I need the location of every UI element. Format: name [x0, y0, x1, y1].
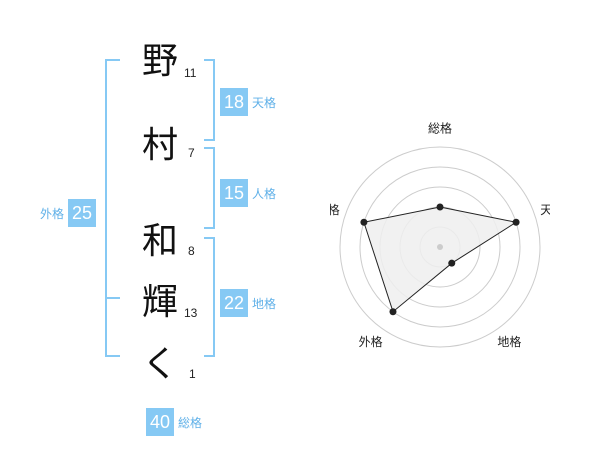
radar-axis-label-2: 天格 [540, 202, 550, 217]
name-char-2: 村 [141, 125, 178, 166]
jinkaku-value: 15 [220, 179, 248, 207]
name-char-4: 輝 [141, 282, 178, 323]
soukaku-badge: 40 総格 [146, 408, 206, 436]
radar-points [360, 203, 520, 316]
radar-point-1 [436, 203, 444, 211]
tenkaku-value: 18 [220, 88, 248, 116]
stroke-count-4: 13 [184, 306, 198, 320]
jinkaku-bracket [204, 147, 215, 229]
soukaku-label: 総格 [178, 415, 203, 430]
radar-point-4 [389, 308, 397, 316]
radar-grid-ring [339, 146, 541, 348]
radar-axis-label-1: 総格 [428, 121, 452, 136]
radar-point-3 [448, 259, 456, 267]
gaikaku-badge: 外格 25 [36, 199, 97, 227]
radar-grid-ring [359, 166, 521, 328]
soukaku-value: 40 [146, 408, 174, 436]
stroke-count-3: 8 [188, 244, 195, 258]
radar-point-2 [512, 218, 520, 226]
stroke-count-5: 1 [189, 367, 196, 381]
gaikaku-bracket [105, 59, 120, 357]
name-char-5: く [141, 344, 178, 385]
tenkaku-bracket [204, 59, 215, 141]
name-char-3: 和 [141, 221, 178, 262]
radar-point-5 [360, 218, 368, 226]
gaikaku-label: 外格 [40, 206, 65, 221]
stroke-count-2: 7 [188, 146, 195, 160]
chikaku-bracket [204, 237, 215, 357]
chikaku-badge: 22 地格 [220, 289, 280, 317]
jinkaku-badge: 15 人格 [220, 179, 280, 207]
jinkaku-label: 人格 [252, 186, 277, 201]
radar-axis-label-5: 人格 [330, 202, 340, 217]
name-char-1: 野 [141, 41, 178, 82]
radar-center-dot [437, 244, 443, 250]
radar-axis-label-4: 外格 [359, 334, 383, 349]
gaikaku-value: 25 [68, 199, 97, 227]
chikaku-label: 地格 [252, 296, 277, 311]
chikaku-value: 22 [220, 289, 248, 317]
tenkaku-label: 天格 [252, 95, 277, 110]
radar-axis-label-3: 地格 [497, 334, 521, 349]
stroke-count-1: 11 [184, 66, 197, 80]
radar-axis-labels: 総格天格地格 外格 人格 [330, 121, 550, 350]
radar-polygon [363, 206, 518, 313]
radar-chart: 総格天格地格 外格 人格 [330, 121, 550, 350]
tenkaku-badge: 18 天格 [220, 88, 280, 116]
